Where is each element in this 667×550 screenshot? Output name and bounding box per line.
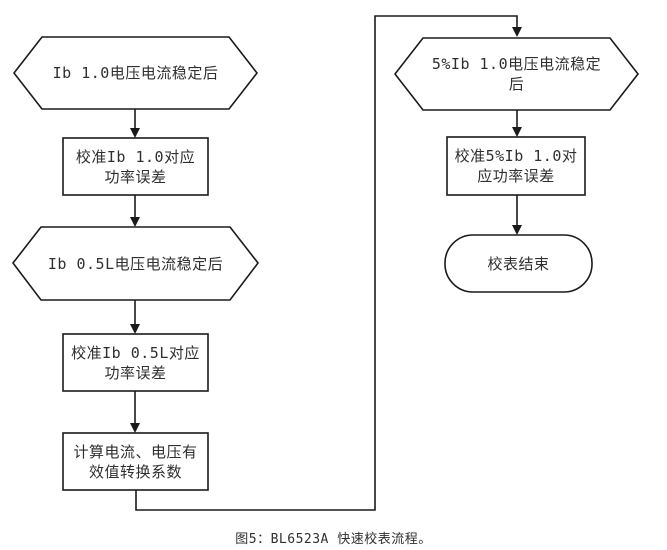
label-line: Ib 1.0电压电流稳定后 <box>52 64 219 82</box>
label-line: 校准Ib 0.5L对应 <box>71 343 200 362</box>
process-cal-5pct-ib-1.0 <box>446 136 586 196</box>
arrowhead-e-f <box>512 27 522 37</box>
terminator-end <box>444 234 593 293</box>
label-wait-ib-1.0: Ib 1.0电压电流稳定后 <box>14 37 257 109</box>
label-wait-5pct-ib-1.0: 5%Ib 1.0电压电流稳定 后 <box>395 38 638 110</box>
label-cal-ib-0.5l: 校准Ib 0.5L对应 功率误差 <box>63 334 208 391</box>
label-line: 应功率误差 <box>477 167 555 185</box>
label-calc-rms-coef: 计算电流、电压有 效值转换系数 <box>63 433 208 490</box>
arrowhead-d-e <box>130 423 140 433</box>
arrowhead-b-c <box>130 217 140 227</box>
label-cal-ib-1.0: 校准Ib 1.0对应 功率误差 <box>63 138 208 195</box>
connector-e-to-f <box>135 15 518 511</box>
label-wait-ib-0.5l: Ib 0.5L电压电流稳定后 <box>13 227 258 300</box>
label-line: 校表结束 <box>487 254 550 273</box>
label-line: 计算电流、电压有 <box>73 442 198 461</box>
label-line: Ib 0.5L电压电流稳定后 <box>47 254 224 273</box>
label-line: 校准5%Ib 1.0对 <box>454 147 578 165</box>
label-line: 效值转换系数 <box>88 462 182 481</box>
arrowhead-g-h <box>512 225 522 235</box>
label-end: 校表结束 <box>445 235 592 292</box>
arrowhead-a-b <box>130 128 140 138</box>
label-line: 功率误差 <box>104 167 167 186</box>
label-line: 后 <box>508 75 525 93</box>
label-line: 校准Ib 1.0对应 <box>75 147 196 166</box>
arrowhead-c-d <box>130 324 140 334</box>
label-line: 功率误差 <box>104 363 167 382</box>
label-cal-5pct-ib-1.0: 校准5%Ib 1.0对 应功率误差 <box>447 137 585 195</box>
label-line: 5%Ib 1.0电压电流稳定 <box>431 55 602 73</box>
figure-caption: 图5：BL6523A 快速校表流程。 <box>235 532 432 547</box>
arrowhead-f-g <box>512 127 522 137</box>
hexagon-wait-ib-0.5l <box>11 226 260 301</box>
hexagon-wait-ib-1.0 <box>12 36 259 110</box>
hexagon-wait-5pct-ib-1.0 <box>393 37 640 111</box>
